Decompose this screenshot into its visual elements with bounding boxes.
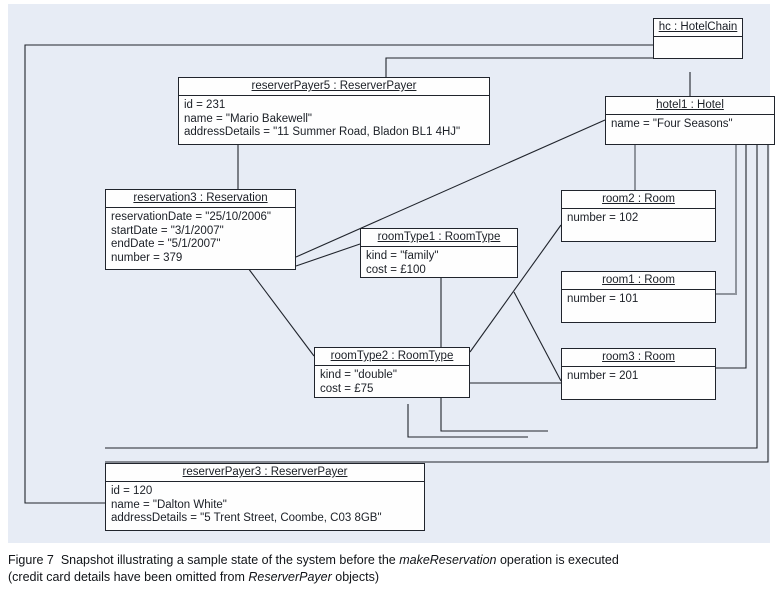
attribute-row: startDate = "3/1/2007" <box>111 224 224 237</box>
diagram-canvas: hc : HotelChain hotel1 : Hotel name = "F… <box>8 4 775 543</box>
object-reservation3-attributes: reservationDate = "25/10/2006" startDate… <box>106 208 295 269</box>
object-room2-header: room2 : Room <box>562 191 715 209</box>
attribute-row: reservationDate = "25/10/2006" <box>111 211 272 223</box>
figure-caption-line-2: (credit card details have been omitted f… <box>8 569 776 586</box>
attribute-row: number = 101 <box>567 293 639 305</box>
edge-roomtype1-to-room1 <box>513 291 562 382</box>
object-roomtype1-header: roomType1 : RoomType <box>361 229 517 247</box>
attribute-row: name = "Mario Bakewell" <box>184 112 313 125</box>
object-reserverpayer5-attributes: id = 231 name = "Mario Bakewell" address… <box>179 96 489 144</box>
edge-hotelchain-to-reserverpayer5 <box>385 57 653 77</box>
edge-roomtype2-down <box>407 404 528 438</box>
object-room1-header: room1 : Room <box>562 272 715 290</box>
object-hotelchain-header: hc : HotelChain <box>654 19 742 37</box>
attribute-row: kind = "double" <box>320 369 397 381</box>
object-room3[interactable]: room3 : Room number = 201 <box>561 348 716 400</box>
object-roomtype1-attributes: kind = "family" cost = £100 <box>361 247 517 281</box>
attribute-row: kind = "family" <box>366 250 439 262</box>
object-hotelchain[interactable]: hc : HotelChain <box>653 18 743 59</box>
object-room2[interactable]: room2 : Room number = 102 <box>561 190 716 242</box>
object-roomtype2-header: roomType2 : RoomType <box>315 348 469 366</box>
attribute-row: id = 231 <box>184 99 226 111</box>
attribute-row: addressDetails = "11 Summer Road, Bladon… <box>184 126 461 138</box>
object-reservation3-header: reservation3 : Reservation <box>106 190 295 208</box>
figure-caption: Figure 7 Snapshot illustrating a sample … <box>8 552 776 586</box>
figure-caption-text-a: Snapshot illustrating a sample state of … <box>60 553 400 567</box>
object-reserverpayer3-header: reserverPayer3 : ReserverPayer <box>106 464 424 482</box>
attribute-row: cost = £100 <box>366 263 426 276</box>
object-room3-attributes: number = 201 <box>562 367 715 388</box>
edge-reservation3-to-roomtype1 <box>295 243 361 267</box>
edge-reservation3-to-roomtype2 <box>247 267 315 357</box>
object-hotelchain-attributes <box>654 37 742 44</box>
figure-caption-text-c: (credit card details have been omitted f… <box>8 570 249 584</box>
attribute-row: endDate = "5/1/2007" <box>111 238 221 250</box>
object-hotel1-header: hotel1 : Hotel <box>606 97 774 115</box>
object-reserverpayer5-header: reserverPayer5 : ReserverPayer <box>179 78 489 96</box>
figure-caption-line-1: Figure 7 Snapshot illustrating a sample … <box>8 552 776 569</box>
object-roomtype2[interactable]: roomType2 : RoomType kind = "double" cos… <box>314 347 470 398</box>
object-reserverpayer3-attributes: id = 120 name = "Dalton White" addressDe… <box>106 482 424 530</box>
object-hotel1-attributes: name = "Four Seasons" <box>606 115 774 136</box>
object-room1[interactable]: room1 : Room number = 101 <box>561 271 716 323</box>
attribute-row: number = 379 <box>111 251 183 264</box>
figure-caption-text-d: objects) <box>331 570 380 584</box>
attribute-row: name = "Dalton White" <box>111 498 227 511</box>
edge-hotel1-to-room1 <box>716 145 737 295</box>
attribute-row: cost = £75 <box>320 382 374 395</box>
figure-caption-emphasis-class: ReserverPayer <box>248 570 332 584</box>
object-reservation3[interactable]: reservation3 : Reservation reservationDa… <box>105 189 296 270</box>
figure-caption-text-b: operation is executed <box>496 553 619 567</box>
figure-caption-emphasis-operation: makeReservation <box>399 553 497 567</box>
attribute-row: name = "Four Seasons" <box>611 118 733 130</box>
object-reserverpayer5[interactable]: reserverPayer5 : ReserverPayer id = 231 … <box>178 77 490 145</box>
figure-number: Figure 7 <box>8 553 54 567</box>
object-hotel1[interactable]: hotel1 : Hotel name = "Four Seasons" <box>605 96 775 145</box>
attribute-row: number = 201 <box>567 370 639 382</box>
object-room2-attributes: number = 102 <box>562 209 715 230</box>
attribute-row: addressDetails = "5 Trent Street, Coombe… <box>111 512 382 524</box>
attribute-row: number = 102 <box>567 212 639 224</box>
object-room3-header: room3 : Room <box>562 349 715 367</box>
object-roomtype2-attributes: kind = "double" cost = £75 <box>315 366 469 400</box>
edge-hotel1-to-room3 <box>716 145 747 369</box>
object-roomtype1[interactable]: roomType1 : RoomType kind = "family" cos… <box>360 228 518 278</box>
attribute-row: id = 120 <box>111 485 153 497</box>
object-room1-attributes: number = 101 <box>562 290 715 311</box>
object-reserverpayer3[interactable]: reserverPayer3 : ReserverPayer id = 120 … <box>105 463 425 531</box>
